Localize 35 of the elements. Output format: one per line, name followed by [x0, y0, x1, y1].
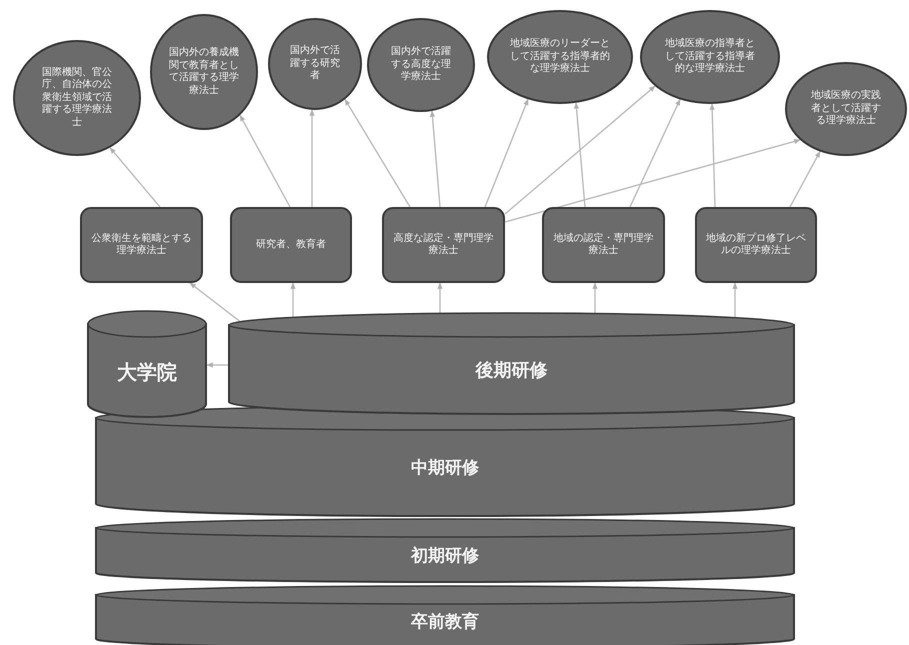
stage-label: 卒前教育 [410, 612, 480, 634]
arrow [430, 110, 441, 208]
career-text: 地域医療の実践者として活躍する理学療法士 [810, 90, 882, 128]
arrow [189, 282, 240, 322]
stage-label: 大学院 [116, 360, 178, 384]
arrow [484, 98, 529, 208]
career-text: 高度な認定・専門理学療法士 [392, 232, 494, 258]
career-text: 研究者、教育者 [255, 238, 327, 252]
stage-label: 初期研修 [410, 546, 480, 568]
arrow [574, 102, 586, 208]
arrow [206, 362, 228, 368]
arrow [504, 138, 801, 223]
career-text: 国際機関、官公庁、自治体の公衆衛生領域で活躍する理学療法士 [41, 66, 113, 130]
arrow [290, 282, 296, 318]
career-text: 公衆衛生を範疇とする理学療法士 [90, 232, 192, 258]
arrow [732, 282, 738, 318]
career-text: 地域医療のリーダーとして活躍する指導者的な理学療法士 [509, 38, 611, 76]
arrow [239, 114, 291, 208]
arrow [592, 282, 598, 314]
career-text: 国内外の養成機関で教育者として活躍する理学療法士 [169, 47, 239, 97]
arrow [344, 98, 411, 208]
arrow [110, 147, 160, 208]
arrow [504, 86, 656, 214]
arrow [710, 103, 716, 208]
career-text: 地域医療の指導者として活躍する指導者的な理学療法士 [664, 38, 756, 76]
career-text: 国内外で活躍する高度な理学療法士 [390, 46, 452, 84]
arrow [629, 98, 681, 208]
career-text: 国内外で活躍する研究者 [289, 45, 341, 83]
arrow [789, 150, 821, 208]
career-text: 地域の認定・専門理学療法士 [552, 232, 654, 258]
stage-label: 中期研修 [410, 458, 480, 480]
career-text: 地域の新プロ修了レベルの理学療法士 [705, 232, 807, 258]
arrow [309, 109, 315, 207]
arrow [437, 282, 443, 314]
stage-label: 後期研修 [474, 360, 548, 383]
